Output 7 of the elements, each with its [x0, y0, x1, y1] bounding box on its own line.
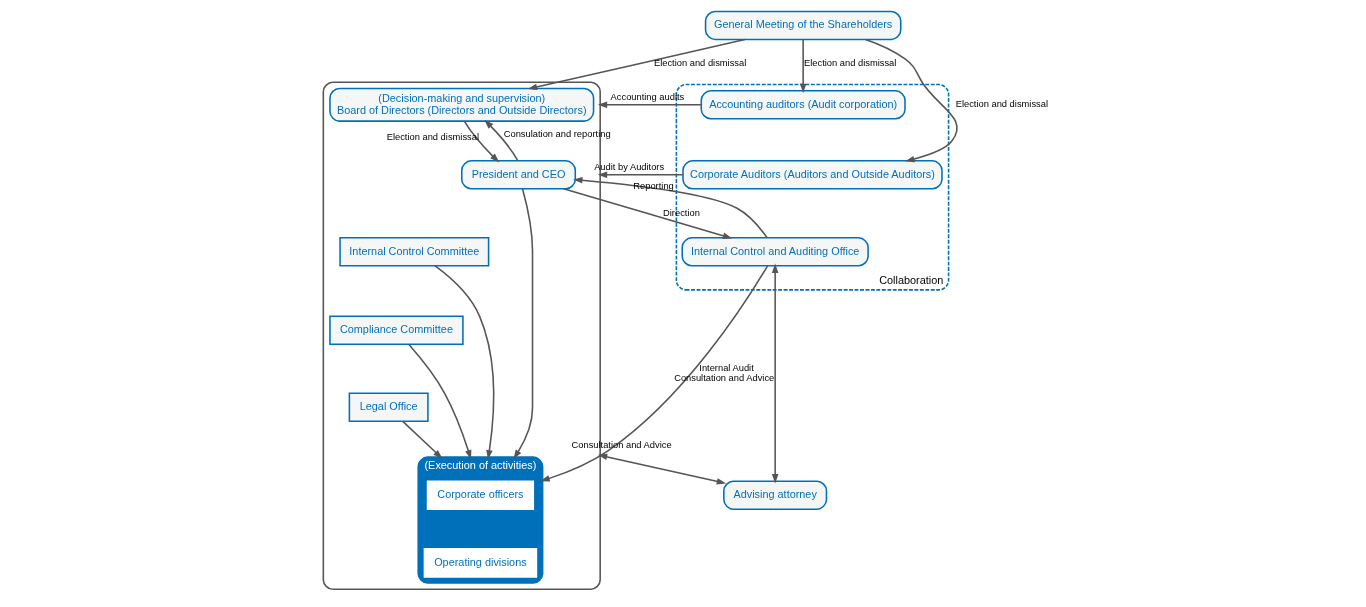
- edge-label: Election and dismissal: [955, 99, 1048, 110]
- edge-label: Internal Audit: [699, 363, 754, 374]
- edge-label: Direction: [663, 207, 700, 218]
- edge-label: Election and dismissal: [653, 58, 747, 69]
- edge-label: Accounting audits: [610, 91, 685, 102]
- edge-label: Election and dismissal: [804, 58, 897, 69]
- edge-label: Reporting: [633, 180, 674, 191]
